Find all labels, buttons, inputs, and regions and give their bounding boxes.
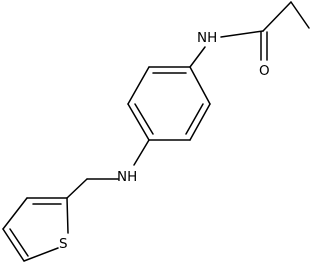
bond-ethyl-ch3-ch2 bbox=[290, 1, 310, 29]
amine-nh-label: NH bbox=[117, 169, 137, 185]
bond-ring-amine-nh bbox=[133, 139, 150, 166]
benzene-bond-5 bbox=[127, 66, 150, 105]
thiophene-bond-c5-s bbox=[23, 247, 59, 262]
molecule-structure-diagram: NH O NH S bbox=[2, 1, 310, 262]
benzene-inner-bond-2 bbox=[185, 103, 204, 135]
bond-amide-nh-ring bbox=[189, 46, 206, 68]
carbonyl-o-label: O bbox=[259, 63, 270, 79]
bond-ch2-thiophene bbox=[66, 178, 88, 199]
thiophene-bond-c3-c4 bbox=[2, 197, 28, 230]
benzene-ring bbox=[127, 66, 211, 141]
thiophene-bond-c4-c5 bbox=[2, 228, 25, 262]
benzene-inner-bond-3 bbox=[134, 103, 154, 135]
bond-ethyl-ch2-carbonyl bbox=[262, 1, 292, 32]
benzene-bond-1 bbox=[189, 66, 211, 105]
thiophene-inner-bond-c4-c5 bbox=[9, 228, 29, 257]
thiophene-ring bbox=[2, 197, 69, 262]
bond-carbonyl-nh bbox=[220, 30, 264, 38]
thiophene-s-label: S bbox=[59, 236, 68, 252]
propanoyl-group bbox=[220, 1, 310, 61]
amide-nh-label: NH bbox=[197, 30, 217, 46]
thiophene-bond-s-c2 bbox=[66, 197, 69, 234]
benzene-bond-2 bbox=[189, 103, 211, 141]
benzene-bond-4 bbox=[127, 103, 150, 141]
